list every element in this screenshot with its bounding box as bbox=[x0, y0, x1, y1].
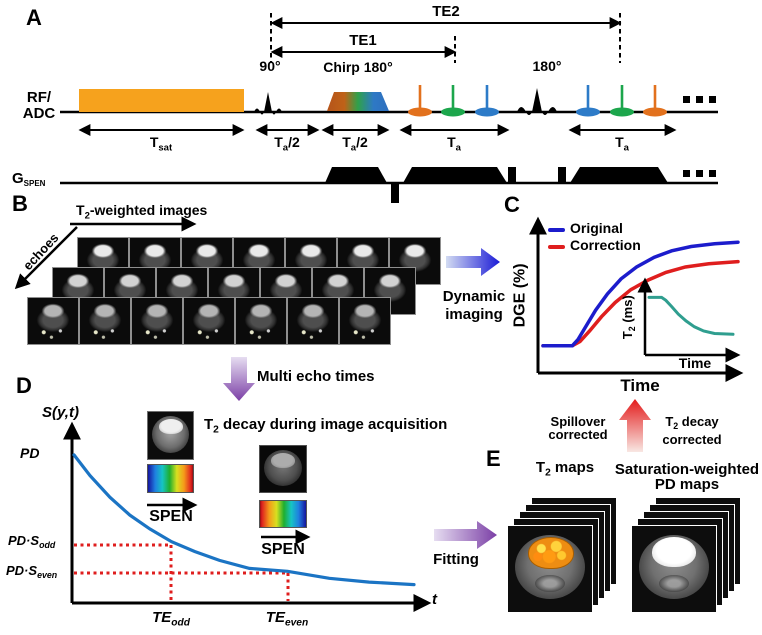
t2-map-brain-overlay bbox=[528, 537, 574, 569]
rf-adc-line bbox=[60, 85, 718, 117]
t2-ms-axis-label: T2 (ms) bbox=[619, 295, 637, 340]
mri-thumbnail bbox=[27, 297, 79, 345]
spen-colorbar-reverse bbox=[259, 500, 307, 528]
legend-swatch-original bbox=[548, 228, 565, 232]
te-odd-label: TEodd bbox=[152, 609, 190, 629]
panel-c-label: C bbox=[504, 192, 520, 217]
te-even-label: TEeven bbox=[265, 609, 309, 629]
t2-decay-caption: T2 decay during image acquisition bbox=[204, 416, 448, 436]
mri-thumbnail bbox=[79, 297, 131, 345]
t2-weighted-images-label: T2-weighted images bbox=[76, 202, 208, 222]
mri-thumbnail bbox=[235, 297, 287, 345]
pd-label: PD bbox=[20, 445, 40, 461]
panel-e-label: E bbox=[486, 446, 501, 471]
dge-axis-label: DGE (%) bbox=[511, 263, 529, 328]
legend-original-label: Original bbox=[570, 220, 623, 236]
spen-label-2: SPEN bbox=[261, 541, 305, 558]
continuation-dots-rf bbox=[683, 96, 716, 103]
dynamic-label-line1: Dynamic bbox=[442, 288, 506, 305]
gspen-waveform bbox=[60, 167, 718, 203]
pulse-180-sinc bbox=[517, 88, 557, 115]
pd-s-odd-label: PD·Sodd bbox=[8, 533, 56, 551]
mri-thumbnail bbox=[339, 297, 391, 345]
t-axis-label: t bbox=[432, 591, 437, 608]
chirp-180-pulse bbox=[327, 92, 389, 111]
t2-maps-stack bbox=[507, 497, 619, 613]
mri-thumbnail bbox=[131, 297, 183, 345]
t2-map-image bbox=[507, 525, 593, 613]
fitting-label: Fitting bbox=[433, 551, 479, 568]
panel-a-label: A bbox=[26, 5, 42, 30]
spen-label-1: SPEN bbox=[149, 508, 193, 525]
panel-d-plot bbox=[63, 421, 432, 612]
rf-label-line1: RF/ bbox=[26, 89, 52, 106]
t2-maps-title: T2 maps bbox=[535, 459, 595, 479]
legend-swatch-correction bbox=[548, 245, 565, 249]
pd-map-brain-overlay bbox=[652, 537, 696, 567]
syt-axis-label: S(y,t) bbox=[42, 404, 79, 421]
correction-feedback-arrow bbox=[619, 399, 651, 452]
chirp-label: Chirp 180° bbox=[323, 59, 393, 75]
tsat-label: Tsat bbox=[149, 134, 173, 154]
mri-image-even-echo bbox=[259, 445, 307, 493]
pulse-90-sinc bbox=[254, 92, 282, 115]
echo-row-3 bbox=[27, 297, 391, 345]
dynamic-label-line2: imaging bbox=[445, 306, 503, 323]
ta-label-2: Ta bbox=[615, 134, 629, 154]
gspen-label: GSPEN bbox=[12, 170, 46, 188]
rf-adc-label: RF/ ADC bbox=[16, 90, 62, 122]
spen-colorbar-forward bbox=[147, 464, 194, 493]
echo-spikes bbox=[408, 85, 667, 117]
dynamic-imaging-arrow bbox=[446, 248, 500, 276]
t2-decay-corrected-label: T2 decay corrected bbox=[662, 414, 722, 448]
time-axis-label: Time bbox=[620, 376, 660, 395]
ta-label-1: Ta bbox=[447, 134, 461, 154]
panel-d-label: D bbox=[16, 373, 32, 398]
t2-decay-curve bbox=[647, 295, 735, 336]
dynamic-imaging-label: Dynamic imaging bbox=[430, 288, 518, 324]
legend-correction-label: Correction bbox=[570, 237, 641, 253]
pulse-90-label: 90° bbox=[259, 58, 281, 74]
mri-thumbnail bbox=[287, 297, 339, 345]
rf-label-line2: ADC bbox=[22, 105, 56, 122]
original-curve bbox=[541, 240, 740, 348]
mri-image-odd-echo bbox=[147, 411, 194, 460]
te2-label: TE2 bbox=[432, 3, 460, 20]
correction-curve bbox=[541, 259, 740, 348]
te-guides bbox=[270, 13, 622, 63]
fitting-arrow bbox=[434, 521, 497, 549]
te1-label: TE1 bbox=[349, 32, 377, 49]
ta-half-label-2: Ta/2 bbox=[342, 134, 368, 154]
saturation-pulse bbox=[79, 89, 244, 112]
ta-half-label-1: Ta/2 bbox=[274, 134, 300, 154]
pd-s-even-label: PD·Seven bbox=[6, 563, 58, 581]
continuation-dots-gspen bbox=[683, 170, 716, 177]
pulse-180-label: 180° bbox=[532, 58, 562, 74]
inset-time-label: Time bbox=[678, 355, 712, 371]
signal-decay-curve bbox=[72, 453, 416, 587]
multi-echo-times-label: Multi echo times bbox=[257, 368, 375, 385]
pd-map-image bbox=[631, 525, 717, 613]
panel-b-label: B bbox=[12, 191, 28, 216]
pd-maps-stack bbox=[631, 497, 743, 613]
mri-thumbnail bbox=[183, 297, 235, 345]
multi-echo-times-arrow bbox=[223, 357, 255, 401]
